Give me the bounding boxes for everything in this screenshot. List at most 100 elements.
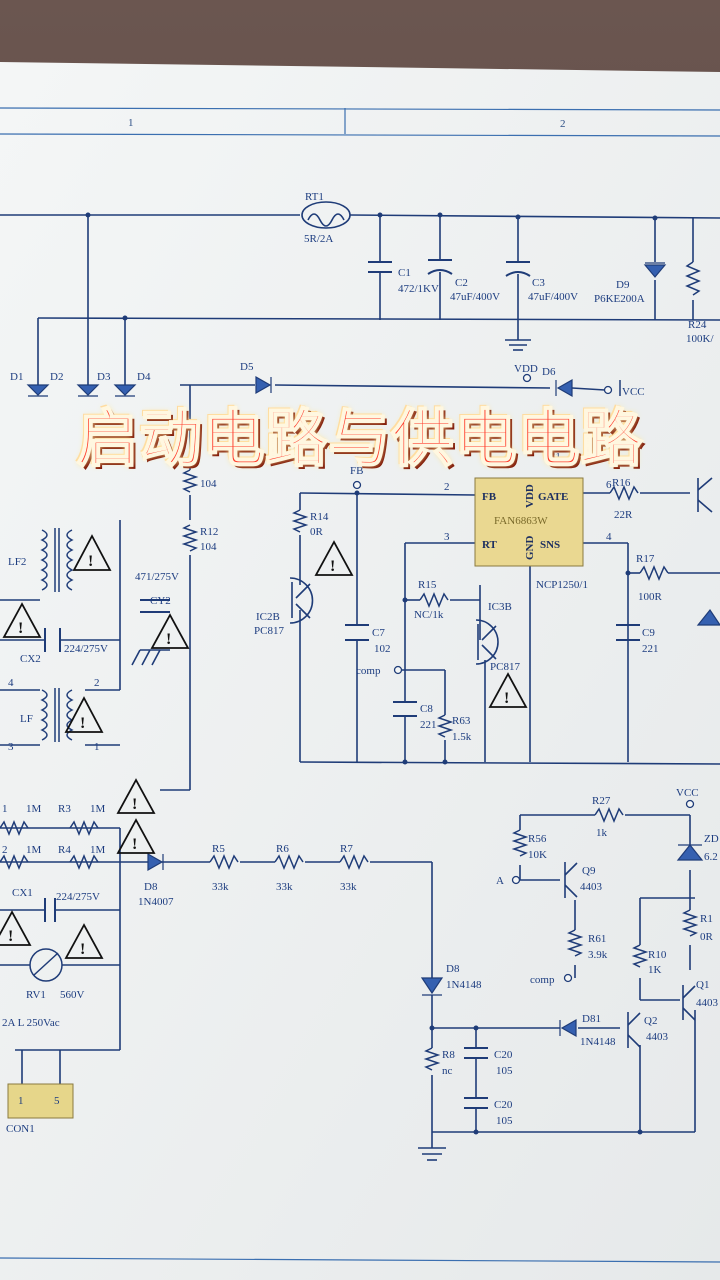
c3-ref: C3 [532,277,545,289]
r15-ref: R15 [418,579,437,591]
comp-label-1: comp [356,665,381,677]
ic-pin-gnd: GND [524,536,536,561]
d81-value: 1N4148 [580,1036,616,1048]
pin1-label: 1 [94,741,100,753]
c7-ref: C7 [372,627,385,639]
cy2-ref: CY2 [150,595,171,607]
c7-value: 102 [374,643,391,655]
ic3b-ref: IC3B [488,601,512,613]
c2-ref: C2 [455,277,468,289]
r12-value: 104 [200,541,217,553]
ic-pin4: 4 [606,531,612,543]
r56-ref: R56 [528,833,547,845]
r16-value: 22R [614,509,633,521]
r1-value: 1M [26,803,42,815]
ic-pin-sns: SNS [540,539,560,551]
vcc-label-2: VCC [676,787,699,799]
q9-value: 4403 [580,881,603,893]
svg-text:!: ! [88,553,93,570]
q2-value: 4403 [646,1031,669,1043]
r27-value: 1k [596,827,608,839]
r6-ref: R6 [276,843,289,855]
c1-value: 472/1KV [398,283,439,295]
c2-value: 47uF/400V [450,291,500,303]
q1-ref: Q1 [696,979,709,991]
rv1-ref: RV1 [26,989,46,1001]
lf2-label: LF2 [8,556,26,568]
r5-value: 33k [212,881,229,893]
ic-part-name: FAN6863W [494,515,548,527]
d5-label: D5 [240,361,254,373]
r14-ref: R14 [310,511,329,523]
r-104-value: 104 [200,478,217,490]
con1-ref: CON1 [6,1123,35,1135]
r61-value: 3.9k [588,949,608,961]
ic-pin-fb: FB [482,491,497,503]
c1b-label: C1 [548,451,561,463]
pin3-label: 3 [8,741,14,753]
c9-value: 221 [642,643,659,655]
rt1-value: 5R/2A [304,233,333,245]
r16-ref: R16 [612,477,631,489]
c9-ref: C9 [642,627,655,639]
svg-text:!: ! [80,715,85,732]
ic2b-ref: IC2B [256,611,280,623]
con1-body [7,1083,74,1119]
ic-pin6: 6 [606,479,612,491]
r6-value: 33k [276,881,293,893]
svg-text:!: ! [8,928,13,945]
r3-ref: R3 [58,803,71,815]
ic-pin-vdd: VDD [524,484,536,508]
cx2-value: 224/275V [64,643,108,655]
svg-text:!: ! [18,620,23,637]
c20a-ref: C20 [494,1049,513,1061]
r15-value: NC/1k [414,609,444,621]
cx1-ref: CX1 [12,887,33,899]
vcc-label: VCC [622,386,645,398]
r2-value: 1M [26,844,42,856]
rv1-value: 560V [60,989,85,1001]
svg-text:!: ! [80,941,85,958]
r1-ref: 1 [2,803,8,815]
d8a-value: 1N4007 [138,896,174,908]
ic-alt-name: NCP1250/1 [536,579,588,591]
r24-value: 100K/ [686,333,714,345]
r63-ref: R63 [452,715,471,727]
zd-ref: ZD [704,833,719,845]
svg-text:!: ! [132,796,137,813]
q9-ref: Q9 [582,865,596,877]
d2-label: D2 [50,371,63,383]
r5-ref: R5 [212,843,225,855]
r11-ref: R1 [700,913,713,925]
r8-value: nc [442,1065,453,1077]
d3-label: D3 [97,371,111,383]
r17-ref: R17 [636,553,655,565]
d6-label: D6 [542,366,556,378]
ic-fan6863w-body [474,477,584,567]
con1-pin1: 1 [18,1095,24,1107]
con1-pin5: 5 [54,1095,60,1107]
r2-ref: 2 [2,844,8,856]
r17-value: 100R [638,591,663,603]
frame-col-1: 1 [128,117,134,129]
ic-pin3: 3 [444,531,450,543]
c3-value: 47uF/400V [528,291,578,303]
r3-value: 1M [90,803,106,815]
c20a-value: 105 [496,1065,513,1077]
r10-ref: R10 [648,949,667,961]
pin2-label: 2 [94,677,100,689]
c20b-value: 105 [496,1115,513,1127]
title-overlay: 启动电路与供电电路 [75,401,644,476]
lf1-label: LF [20,713,33,725]
r56-value: 10K [528,849,547,861]
zd-value: 6.2 [704,851,718,863]
comp-label-2: comp [530,974,555,986]
ic3b-value: PC817 [490,661,520,673]
svg-text:!: ! [504,690,509,707]
svg-text:!: ! [330,558,335,575]
q1-value: 4403 [696,997,719,1009]
vdd-label: VDD [514,363,538,375]
r61-ref: R61 [588,933,606,945]
frame-col-2: 2 [560,118,566,130]
